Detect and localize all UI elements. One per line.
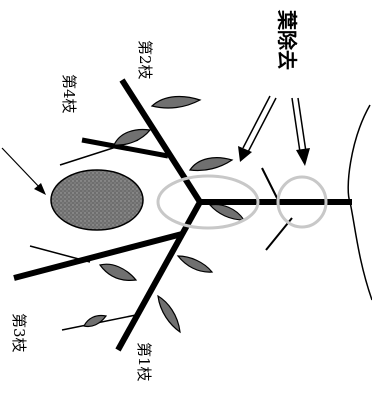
removal-arrow-1 (238, 96, 276, 162)
removal-arrow-2 (292, 98, 310, 166)
leaf-branch1-lower (158, 296, 180, 332)
branch-3-twig (30, 246, 90, 262)
branch-3-line (14, 234, 182, 278)
pruned-side-line-1 (262, 168, 278, 200)
leaf-top-2 (114, 130, 150, 146)
label-branch-1: 第1枝 (135, 342, 153, 382)
spot-arrow-head (34, 183, 46, 195)
label-branch-4: 第4枝 (60, 74, 78, 114)
leaf-fork (210, 205, 244, 220)
leaf-top-1 (152, 96, 200, 108)
leaf-mid-1 (190, 158, 232, 171)
leaf-branch1-upper (178, 256, 212, 272)
spot-arrow-line (2, 148, 42, 190)
leaf-branch3 (100, 264, 136, 280)
spotted-region (51, 170, 143, 230)
label-branch-3: 第3枝 (10, 313, 28, 353)
label-bud-removal: 葉除去 (275, 9, 299, 70)
label-branch-2: 第2枝 (136, 40, 154, 80)
